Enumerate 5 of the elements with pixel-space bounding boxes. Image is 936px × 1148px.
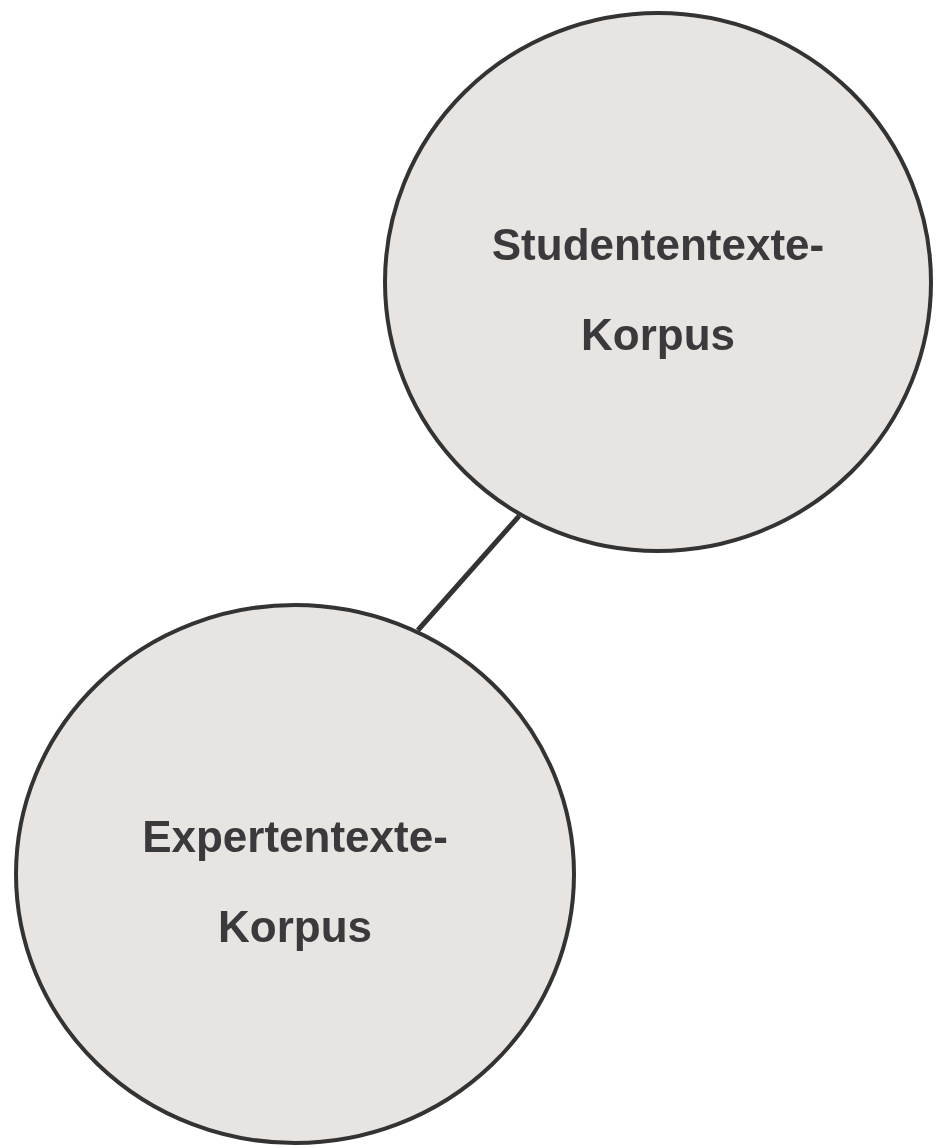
circle-node [14, 603, 576, 1145]
connector-line [416, 514, 522, 632]
node-label: Studententexte-Korpus [490, 219, 826, 361]
node-label: Expertentexte-Korpus [141, 811, 449, 953]
circle-node [383, 11, 933, 553]
